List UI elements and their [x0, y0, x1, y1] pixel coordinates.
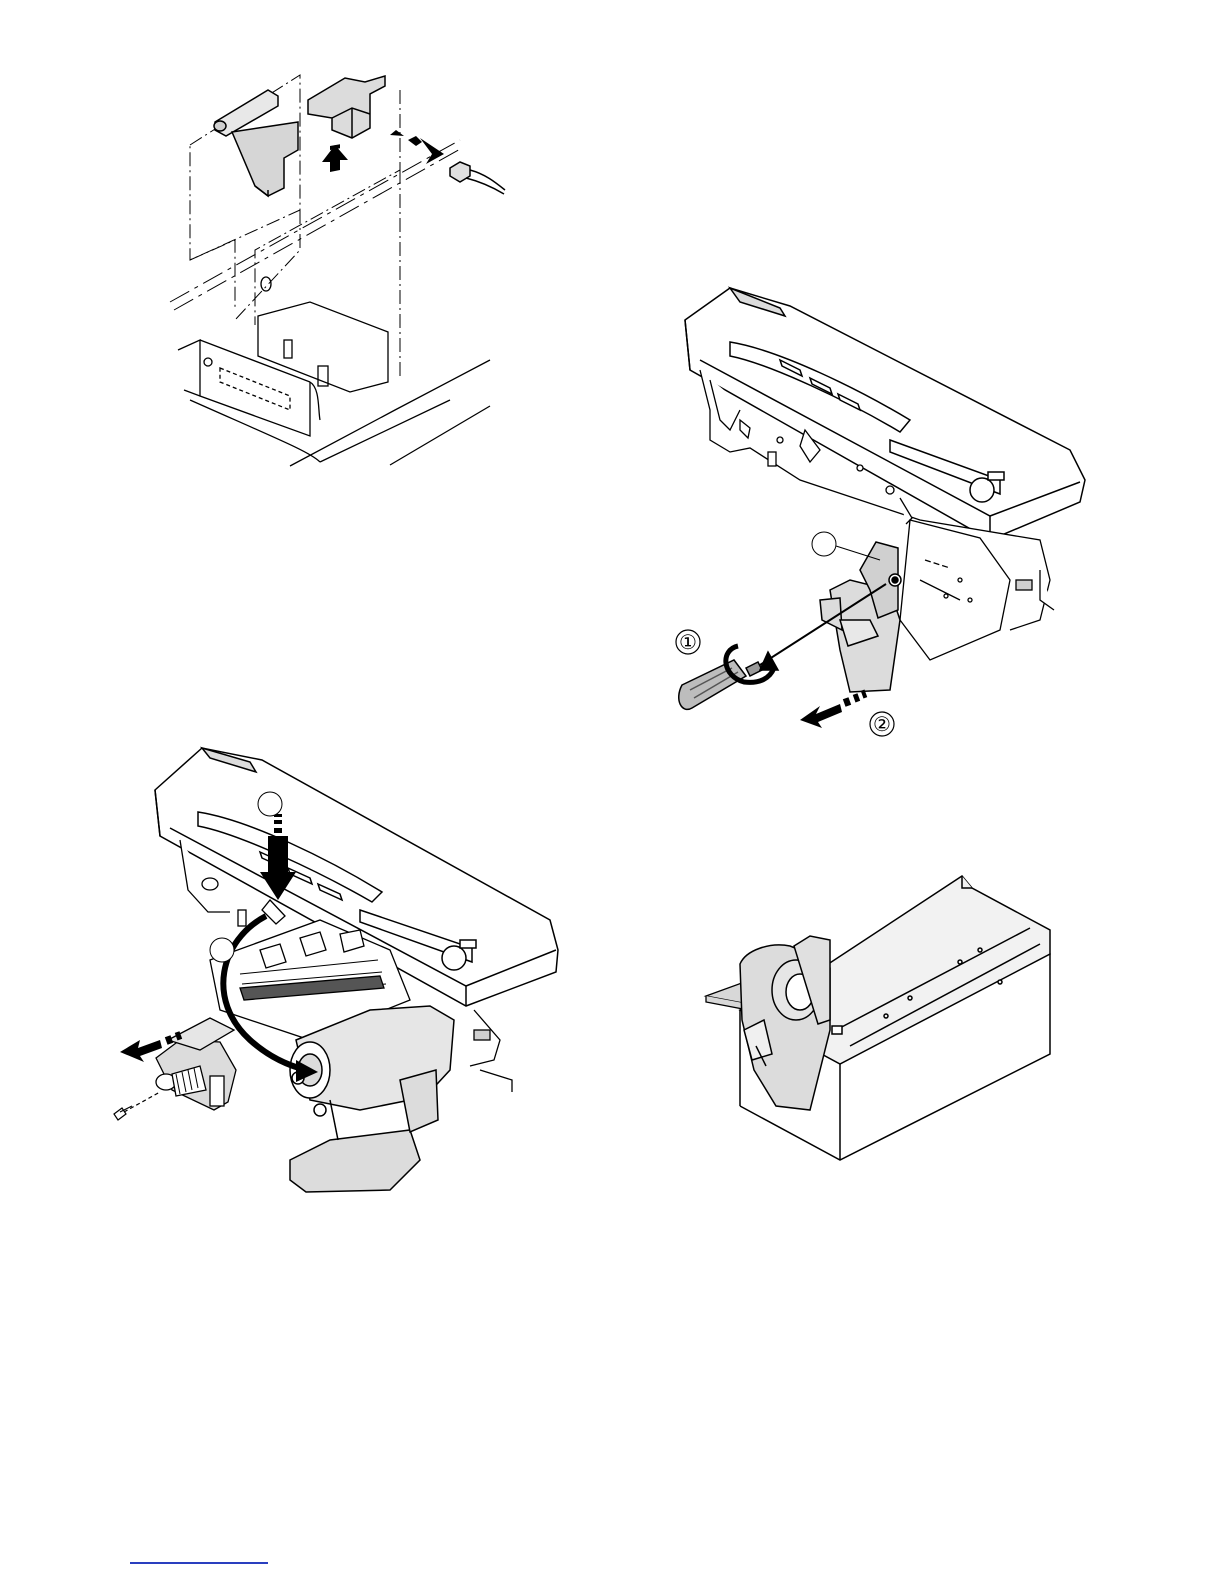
part-callout-blank-b	[210, 938, 234, 962]
up-arrow-icon	[322, 144, 348, 172]
part-callout-blank-a	[258, 792, 282, 816]
sensor-removal-drawing	[160, 70, 520, 470]
pull-arrow-icon	[800, 690, 867, 728]
roller-rotation-drawing	[110, 740, 570, 1200]
sensor-icon	[308, 76, 385, 138]
callout-2: ②	[870, 712, 894, 736]
footer-link-underline[interactable]	[130, 1562, 268, 1564]
right-arrow-icon	[390, 130, 444, 164]
callout-1-label: ①	[679, 632, 697, 654]
connector-icon	[450, 162, 505, 194]
screw-removal-drawing: ① ②	[660, 280, 1110, 740]
screw-icon	[114, 1092, 160, 1120]
figure-unit-on-stand	[700, 870, 1080, 1170]
actuator-icon	[214, 90, 298, 196]
figure-roller-rotation	[110, 740, 570, 1200]
figure-sensor-removal	[160, 70, 520, 470]
figure-screw-removal: ① ②	[660, 280, 1110, 740]
callout-1: ①	[676, 630, 700, 654]
callout-2-label: ②	[873, 714, 891, 736]
unit-on-stand-drawing	[700, 870, 1080, 1170]
